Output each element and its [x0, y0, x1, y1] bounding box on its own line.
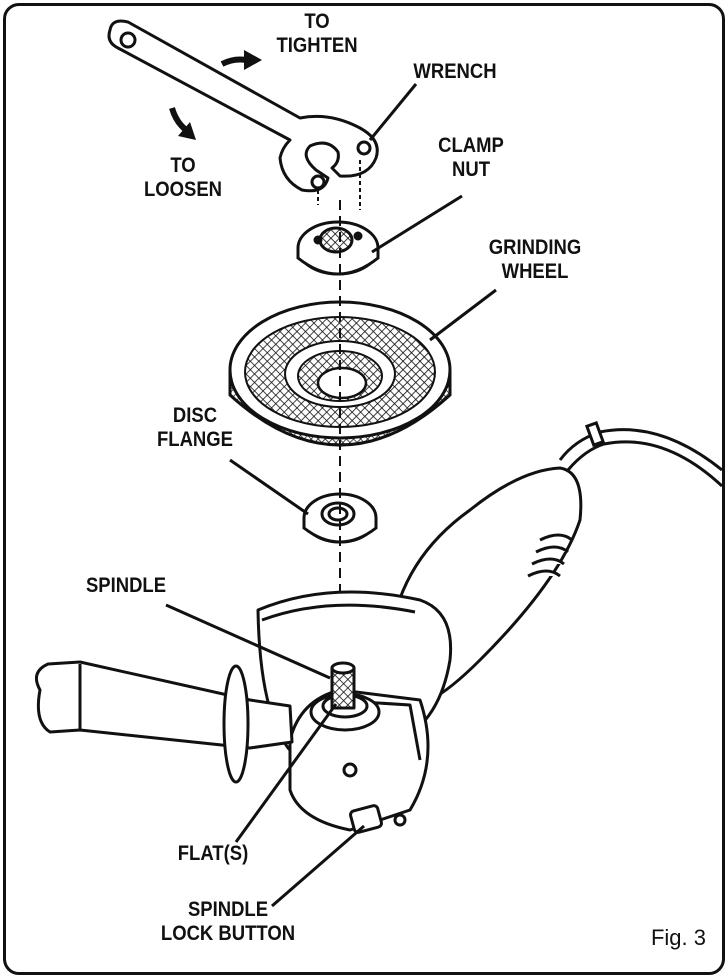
wrench-leader-line [368, 83, 418, 141]
grinding-wheel-label-line2: WHEEL [501, 260, 569, 283]
tighten-arrow-icon [220, 50, 262, 70]
to-loosen-label: TO LOOSEN [135, 154, 232, 202]
spindle-leader-line [165, 603, 331, 680]
spindle-lock-button-label-line2: LOCK BUTTON [160, 922, 296, 945]
to-tighten-label-line2: TIGHTEN [276, 34, 358, 57]
to-loosen-label-line2: LOOSEN [143, 178, 223, 201]
to-tighten-label: TO TIGHTEN [269, 10, 366, 58]
disc-flange-leader-line [229, 458, 309, 516]
spindle-label-text: SPINDLE [85, 574, 167, 597]
disc-flange-illustration [302, 492, 378, 544]
wrench-label-text: WRENCH [413, 60, 497, 83]
flats-label-text: FLAT(S) [177, 842, 249, 865]
flats-label: FLAT(S) [165, 842, 262, 866]
clamp-nut-leader-line [371, 194, 463, 254]
grinding-wheel-label-line1: GRINDING [488, 236, 582, 259]
clamp-nut-label-line2: NUT [451, 158, 490, 181]
clamp-nut-illustration [296, 220, 380, 276]
power-cord-illustration [558, 420, 724, 488]
grinder-body-illustration [256, 466, 583, 834]
to-loosen-label-line1: TO [170, 154, 196, 177]
disc-flange-label-line2: FLANGE [157, 428, 233, 451]
disc-flange-label-line1: DISC [172, 404, 218, 427]
grinding-wheel-label: GRINDING WHEEL [478, 236, 592, 284]
figure-caption: Fig. 3 [650, 925, 706, 950]
disc-flange-label: DISC FLANGE [147, 404, 244, 452]
wrench-illustration [107, 19, 379, 210]
grinding-wheel-leader-line [429, 288, 497, 342]
spindle-lock-button-label-line1: SPINDLE [187, 898, 269, 921]
spindle-label: SPINDLE [73, 574, 179, 598]
wrench-label: WRENCH [407, 60, 504, 84]
clamp-nut-label-line1: CLAMP [438, 134, 504, 157]
loosen-arrow-icon [169, 107, 196, 140]
spindle-lock-leader-line [271, 824, 365, 908]
side-handle-illustration [34, 660, 294, 784]
grinding-wheel-illustration [228, 300, 452, 447]
to-tighten-label-line1: TO [304, 10, 330, 33]
spindle-lock-button-label: SPINDLE LOCK BUTTON [158, 898, 299, 946]
figure-frame [3, 3, 725, 975]
clamp-nut-label: CLAMP NUT [423, 134, 520, 182]
flats-leader-line [234, 703, 338, 843]
leader-lines [165, 83, 497, 908]
